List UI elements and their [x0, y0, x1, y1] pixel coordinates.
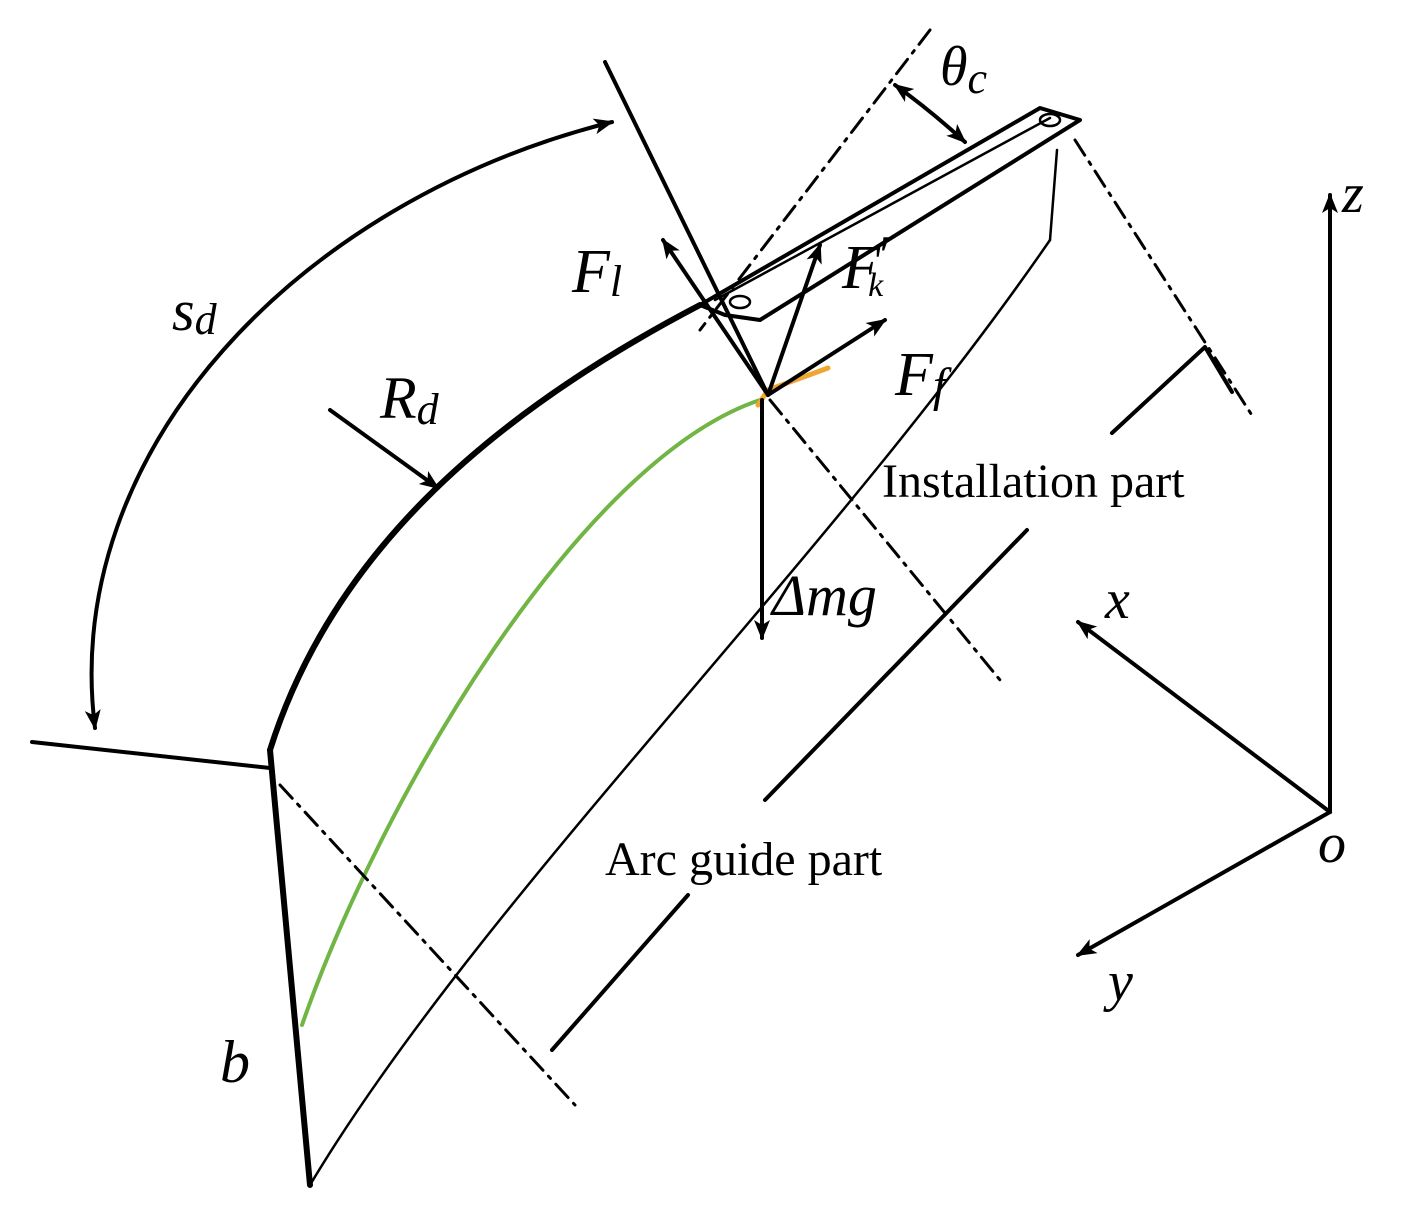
- label-origin: o: [1318, 813, 1346, 875]
- bolt-hole-left: [728, 294, 752, 310]
- left-reference-line: [30, 740, 272, 770]
- label-x-axis: x: [1104, 569, 1130, 631]
- plate-bottom-edge: [308, 238, 1052, 1187]
- dashdot-line-4: [278, 783, 577, 1107]
- label-arc-guide-part: Arc guide part: [605, 833, 883, 886]
- section-line-1: [763, 528, 1029, 802]
- arc-length-dimension: [84, 118, 614, 730]
- force-arrow-Fk: [766, 243, 822, 397]
- friction-segment: [755, 365, 831, 408]
- force-arrow-Fl: [661, 238, 770, 397]
- label-Fl: Fl: [571, 238, 622, 306]
- plate-left-edge: [267, 747, 313, 1188]
- section-lines: [550, 528, 1029, 1052]
- plate-right-edge: [1048, 148, 1059, 242]
- normal-line: [603, 60, 770, 397]
- particle-trajectory: [300, 398, 762, 1027]
- label-arc-length: sd: [172, 278, 218, 344]
- arc-guide-plate: [267, 148, 1059, 1188]
- bolt-hole-right: [1038, 112, 1062, 128]
- dashdot-line-3: [1073, 138, 1257, 422]
- dashdot-line-2: [768, 398, 1002, 682]
- right-angle-marker: [1110, 345, 1234, 435]
- label-Ff: Ff: [894, 341, 952, 412]
- plate-top-edge: [267, 302, 703, 753]
- coordinate-system: [1076, 193, 1338, 957]
- section-line-2: [550, 893, 690, 1052]
- label-y-axis: y: [1103, 951, 1133, 1013]
- label-weight: Δmg: [770, 563, 877, 628]
- label-theta: θc: [940, 36, 988, 103]
- construction-lines: [278, 28, 1257, 1107]
- theta-dimension: [893, 83, 967, 144]
- bar-outline: [698, 106, 1082, 322]
- x-axis: [1076, 620, 1332, 814]
- label-installation-part: Installation part: [882, 455, 1185, 508]
- label-Fk: F′k: [841, 225, 889, 304]
- y-axis: [1076, 810, 1332, 957]
- force-arrow-Ff: [766, 318, 887, 397]
- label-z-axis: z: [1341, 163, 1364, 225]
- dashdot-line-1: [698, 28, 932, 332]
- label-b: b: [220, 1029, 250, 1095]
- bar-inner-line: [713, 116, 1052, 302]
- mounting-bar: [698, 106, 1082, 322]
- label-radius: Rd: [379, 365, 440, 434]
- radius-arrow: [328, 408, 440, 490]
